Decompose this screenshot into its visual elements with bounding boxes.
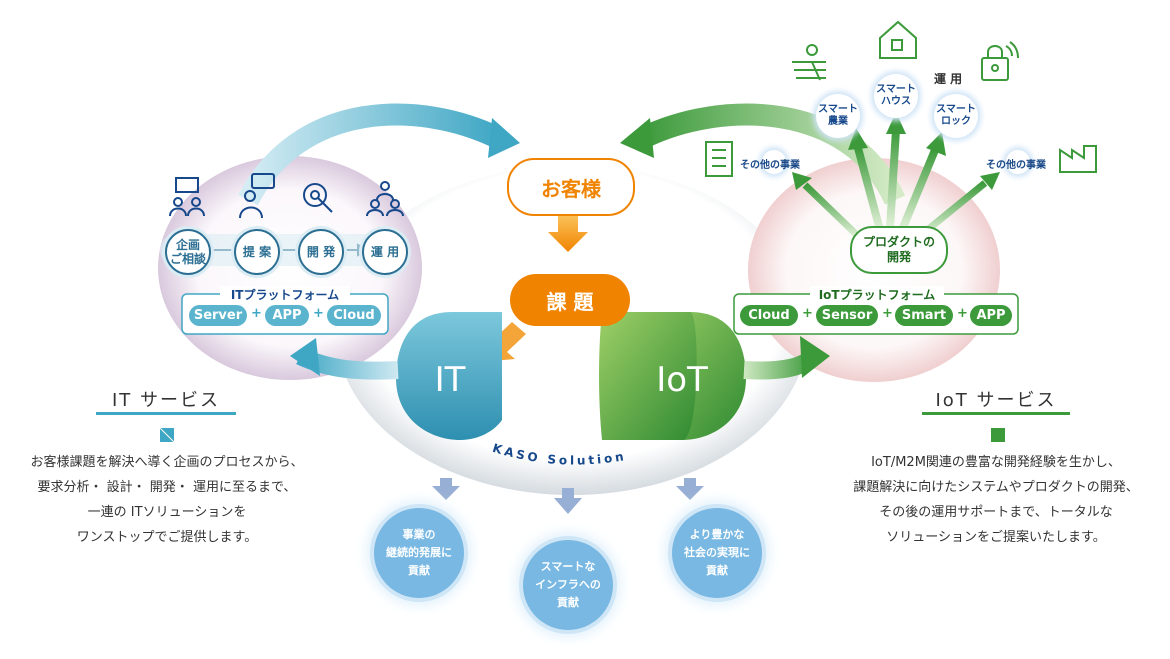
- other-business-right: その他の事業: [986, 160, 1046, 171]
- iot-platform-cloud: Cloud: [740, 305, 798, 326]
- iot-platform-smart: Smart: [895, 305, 953, 326]
- product-fanout-arrows: [792, 112, 1000, 241]
- factory-icon: [1059, 145, 1097, 173]
- bubble-smart-house: スマート ハウス: [874, 74, 918, 118]
- bottom-arrows: [432, 478, 704, 514]
- iot-label: IoT: [656, 360, 708, 400]
- it-label: IT: [434, 360, 466, 400]
- other-right-dot: [1006, 150, 1030, 174]
- it-service-title: IT サービス: [111, 390, 221, 411]
- it-description: お客様課題を解決へ導く企画のプロセスから、 要求分析・ 設計・ 開発・ 運用に至…: [0, 450, 334, 550]
- meeting-icon: [169, 177, 205, 217]
- step-planning: 企画 ご相談: [165, 229, 211, 275]
- iot-description: IoT/M2M関連の豊富な開発経験を生かし、 課題解決に向けたシステムやプロダク…: [824, 450, 1168, 550]
- iot-platform-app: APP: [970, 305, 1012, 326]
- plus-sign: +: [882, 306, 893, 321]
- iot-description-line: その後の運用サポートまで、トータルな: [879, 505, 1113, 520]
- lock-icon: [981, 41, 1019, 81]
- contribution-business: 事業の 継続的発展に 貢献: [374, 508, 464, 598]
- issue-node: 課 題: [510, 274, 630, 326]
- plus-sign: +: [802, 306, 813, 321]
- it-description-line: 要求分析・ 設計・ 開発・ 運用に至るまで、: [37, 480, 297, 495]
- other-business-left: その他の事業: [740, 160, 800, 171]
- iot-platform-title: IoTプラットフォーム: [810, 286, 944, 302]
- it-lobe: [396, 312, 502, 440]
- customer-to-issue-arrow: [548, 215, 588, 252]
- it-platform-cloud: Cloud: [327, 305, 381, 326]
- step-development: 開 発: [298, 229, 344, 275]
- contribution-infrastructure: スマートな インフラへの 貢献: [523, 540, 613, 630]
- gear-wrench-icon: [303, 183, 333, 213]
- house-icon: [879, 20, 917, 59]
- bubble-smart-agriculture: スマート 農業: [816, 94, 860, 138]
- team-icon: [366, 181, 404, 217]
- iot-to-customer-arrow: [638, 103, 906, 205]
- customer-node: お客様: [507, 158, 635, 216]
- bubble-smart-lock: スマート ロック: [934, 94, 978, 138]
- it-platform-app: APP: [265, 305, 309, 326]
- it-description-line: お客様課題を解決へ導く企画のプロセスから、: [30, 455, 304, 470]
- step-proposal: 提 案: [234, 229, 280, 275]
- it-platform-title: ITプラットフォーム: [220, 286, 350, 302]
- iot-service-marker-icon: [991, 428, 1005, 442]
- building-icon: [705, 141, 733, 177]
- farm-icon: [792, 44, 826, 81]
- it-to-customer-arrow: [238, 103, 503, 206]
- iot-service-title: IoT サービス: [935, 390, 1057, 411]
- it-platform-server: Server: [189, 305, 247, 326]
- presenter-icon: [239, 173, 275, 219]
- product-development-node: プロダクトの 開発: [850, 226, 948, 274]
- it-description-line: 一連の ITソリューションを: [87, 505, 247, 520]
- iot-description-line: ソリューションをご提案いたします。: [886, 530, 1106, 545]
- plus-sign: +: [957, 306, 968, 321]
- step-operation: 運 用: [362, 229, 408, 275]
- iot-description-line: IoT/M2M関連の豊富な開発経験を生かし、: [871, 455, 1121, 470]
- iot-platform-sensor: Sensor: [816, 305, 878, 326]
- contribution-society: より豊かな 社会の実現に 貢献: [672, 508, 762, 598]
- iot-description-line: 課題解決に向けたシステムやプロダクトの開発、: [853, 480, 1139, 495]
- operation-label: 運 用: [934, 72, 963, 86]
- plus-sign: +: [313, 306, 324, 321]
- it-description-line: ワンストップでご提供します。: [76, 530, 258, 545]
- plus-sign: +: [251, 306, 262, 321]
- other-left-dot: [762, 150, 786, 174]
